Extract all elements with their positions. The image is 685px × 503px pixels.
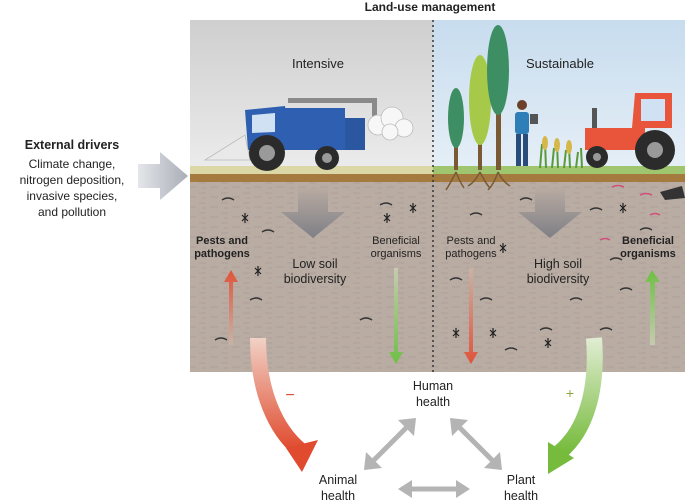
intensive-ground xyxy=(190,166,433,174)
positive-impact-curve xyxy=(554,337,603,459)
intensive-biodiversity-label-line1: Low soil xyxy=(292,257,337,271)
intensive-label: Intensive xyxy=(292,56,344,71)
health-link-arrows xyxy=(364,418,502,498)
intensive-biodiversity-label-line2: biodiversity xyxy=(284,272,347,286)
positive-impact-arrowhead xyxy=(548,442,574,474)
animal-health-label-line1: Animal xyxy=(319,473,357,487)
intensive-pests-label-line2: pathogens xyxy=(194,248,250,260)
negative-impact-curve xyxy=(250,337,306,457)
sustainable-label: Sustainable xyxy=(526,56,594,71)
external-drivers-line-4: and pollution xyxy=(38,205,106,219)
intensive-pests-label-line1: Pests and xyxy=(196,235,248,247)
external-drivers-arrow xyxy=(138,152,188,200)
external-drivers-line-3: invasive species, xyxy=(27,189,118,203)
sustainable-beneficial-label-line1: Beneficial xyxy=(622,235,674,247)
intensive-pests-up-arrow xyxy=(224,270,238,345)
animal-health-label-line2: health xyxy=(321,489,355,503)
negative-sign: − xyxy=(285,387,294,404)
external-drivers-title: External drivers xyxy=(25,138,120,152)
positive-sign: + xyxy=(566,385,574,401)
intensive-beneficial-down-arrow xyxy=(389,268,403,364)
external-drivers-line-2: nitrogen deposition, xyxy=(20,173,125,187)
red-tractor-illustration xyxy=(585,93,675,170)
sustainable-down-arrow xyxy=(518,188,582,238)
intensive-down-arrow xyxy=(281,188,345,238)
human-health-label-line2: health xyxy=(416,395,450,409)
intensive-beneficial-label-line2: organisms xyxy=(371,248,422,260)
blue-harvester-illustration xyxy=(203,98,414,171)
sustainable-beneficial-up-arrow xyxy=(645,270,660,345)
topsoil-line xyxy=(190,174,685,182)
human-health-label-line1: Human xyxy=(413,379,453,393)
sustainable-biodiversity-label-line2: biodiversity xyxy=(527,272,590,286)
sustainable-beneficial-label-line2: organisms xyxy=(620,248,676,260)
sustainable-biodiversity-label-line1: High soil xyxy=(534,257,582,271)
sustainable-ground xyxy=(433,166,685,174)
sustainable-pests-label-line2: pathogens xyxy=(445,248,497,260)
farmer-illustration xyxy=(515,100,538,166)
negative-impact-arrowhead xyxy=(286,440,318,472)
intensive-beneficial-label-line1: Beneficial xyxy=(372,235,420,247)
plant-health-label-line1: Plant xyxy=(507,473,536,487)
soil-insects-illustration xyxy=(241,203,627,348)
soil-layer xyxy=(190,182,685,372)
sustainable-pests-label-line1: Pests and xyxy=(447,235,496,247)
diagram-title: Land-use management xyxy=(365,0,496,14)
trees-illustration xyxy=(445,25,511,191)
sustainable-pests-down-arrow xyxy=(464,268,478,364)
crops-illustration xyxy=(539,136,583,169)
external-drivers-line-1: Climate change, xyxy=(29,157,116,171)
earthworms-illustration xyxy=(599,184,661,241)
plant-health-label-line2: health xyxy=(504,489,538,503)
soil-organisms-illustration xyxy=(214,197,653,351)
mole-illustration xyxy=(660,186,685,200)
